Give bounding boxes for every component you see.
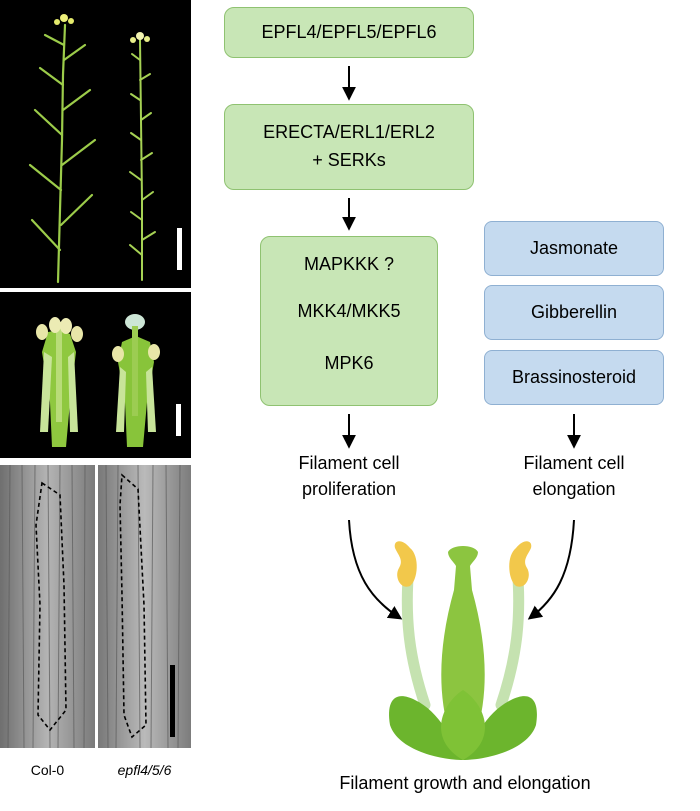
sem-wildtype-panel — [0, 465, 95, 748]
sem-mutant-illustration — [98, 465, 191, 748]
ligands-box: EPFL4/EPFL5/EPFL6 — [224, 7, 474, 58]
hormone-gibberellin-label: Gibberellin — [530, 301, 618, 322]
proliferation-label-line1: Filament cell — [298, 453, 400, 473]
proliferation-label-line2: proliferation — [301, 479, 397, 500]
hormone-brassinosteroid-box: Brassinosteroid — [484, 350, 664, 405]
sem-wildtype-illustration — [0, 465, 95, 748]
elongation-label-line1: Filament cell — [523, 453, 625, 473]
inflorescence-illustration — [28, 14, 182, 284]
scale-bar — [177, 228, 182, 270]
scale-bar — [170, 665, 175, 737]
hormone-brassinosteroid-label: Brassinosteroid — [511, 366, 637, 387]
outcome-label: Filament growth and elongation — [339, 773, 591, 793]
mapk-cascade-box: MAPKKK ? MKK4/MKK5 MPK6 — [260, 236, 438, 406]
ligands-label: EPFL4/EPFL5/EPFL6 — [261, 21, 437, 42]
arrow-elongation-to-flower — [527, 519, 575, 620]
mkk-label: MKK4/MKK5 — [297, 301, 401, 321]
mpk-label: MPK6 — [324, 353, 374, 373]
flower-diagram — [389, 541, 537, 760]
receptors-box: ERECTA/ERL1/ERL2 + SERKs — [224, 104, 474, 190]
mapkkk-label: MAPKKK ? — [303, 254, 395, 274]
label-wildtype: Col-0 — [30, 762, 65, 778]
scale-bar — [176, 404, 181, 436]
receptors-label-line1: ERECTA/ERL1/ERL2 — [263, 122, 435, 143]
hormone-jasmonate-label: Jasmonate — [529, 237, 619, 258]
arrow-proliferation-to-flower — [348, 519, 403, 620]
flower-illustration — [36, 314, 181, 447]
elongation-label-line2: elongation — [532, 479, 616, 500]
hormone-jasmonate-box: Jasmonate — [484, 221, 664, 276]
label-mutant: epfl4/5/6 — [117, 762, 172, 778]
hormone-gibberellin-box: Gibberellin — [484, 285, 664, 340]
flower-photo-panel — [0, 292, 191, 458]
proliferation-label: Filament cell proliferation — [264, 450, 434, 502]
elongation-label: Filament cell elongation — [489, 450, 659, 502]
receptors-label-line2: + SERKs — [312, 150, 386, 170]
sem-mutant-panel — [98, 465, 191, 748]
inflorescence-photo-panel — [0, 0, 191, 288]
